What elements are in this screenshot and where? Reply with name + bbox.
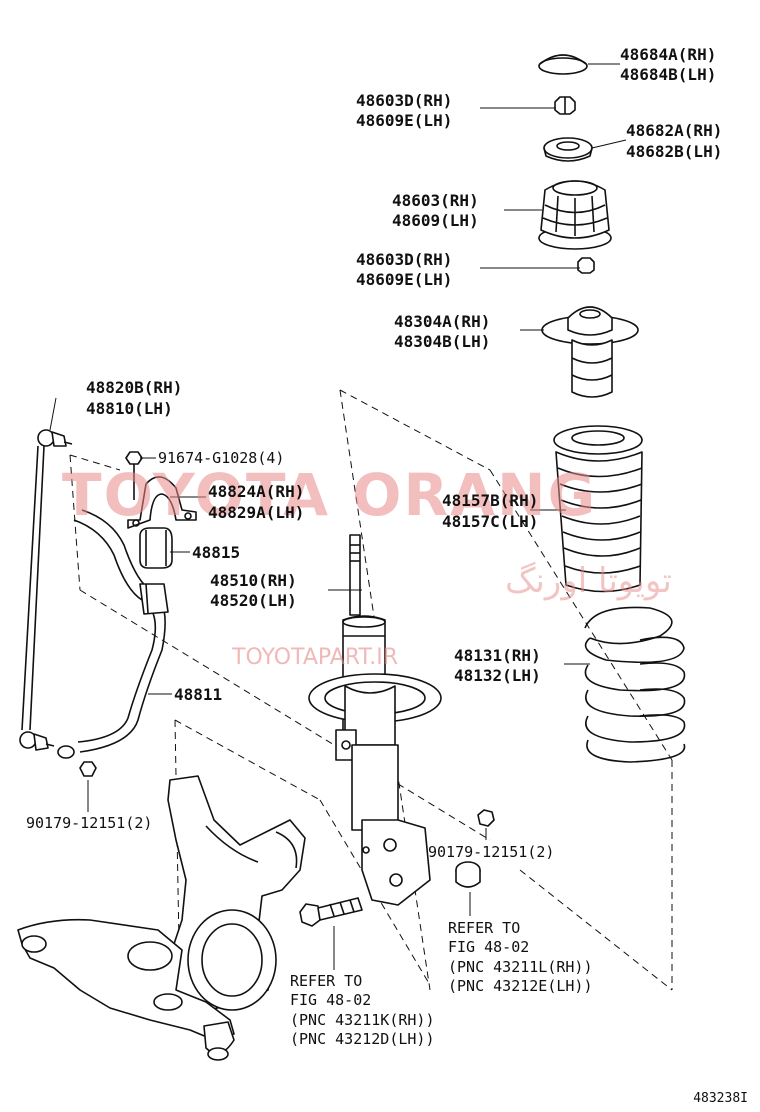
refer-right-line4: (PNC 43212E(LH))	[448, 977, 593, 995]
label-48603d-b-lh: 48609E(LH)	[356, 270, 452, 289]
link-nut-left	[79, 761, 97, 777]
refer-left-line3: (PNC 43211K(RH))	[290, 1011, 435, 1029]
refer-right-line1: REFER TO	[448, 919, 520, 937]
steering-knuckle	[167, 775, 306, 1011]
label-48510-rh: 48510(RH)	[210, 571, 297, 590]
flange-nut	[455, 861, 481, 888]
label-48131-rh: 48131(RH)	[454, 646, 541, 665]
dust-boot	[553, 425, 643, 593]
label-48510-lh: 48520(LH)	[210, 591, 297, 610]
lower-nut-right	[477, 809, 495, 827]
figure-id: 483238I	[693, 1091, 748, 1106]
bearing-plate	[543, 137, 593, 162]
refer-left-line1: REFER TO	[290, 972, 362, 990]
label-48603d-b-rh: 48603D(RH)	[356, 250, 452, 269]
label-48684-rh: 48684A(RH)	[620, 45, 716, 64]
label-48682-lh: 48682B(LH)	[626, 142, 722, 161]
label-48682-rh: 48682A(RH)	[626, 121, 722, 140]
refer-right-line3: (PNC 43211L(RH))	[448, 958, 593, 976]
bushing-bracket	[127, 476, 197, 529]
bracket-bolt	[125, 451, 143, 500]
label-48811: 48811	[174, 685, 222, 704]
watermark-brand: TOYOTA ORANG	[62, 461, 597, 529]
watermark-url: TOYOTAPART.IR	[231, 645, 398, 670]
dust-cap	[538, 54, 588, 75]
label-90179-right: 90179-12151(2)	[428, 843, 554, 861]
label-90179-left: 90179-12151(2)	[26, 814, 152, 832]
label-48157-lh: 48157C(LH)	[442, 512, 538, 531]
strut-bolt	[299, 897, 363, 927]
label-48304-rh: 48304A(RH)	[394, 312, 490, 331]
strut-assembly	[308, 534, 442, 906]
label-91674: 91674-G1028(4)	[158, 449, 284, 467]
watermark-persian: تویوتا اورنگ	[505, 561, 672, 601]
stabilizer-bushing	[139, 527, 173, 569]
refer-left-line2: FIG 48-02	[290, 991, 371, 1009]
label-48824-rh: 48824A(RH)	[208, 482, 304, 501]
label-48603d-a-lh: 48609E(LH)	[356, 111, 452, 130]
stabilizer-bar	[57, 509, 169, 759]
label-48603d-a-rh: 48603D(RH)	[356, 91, 452, 110]
upper-nut-b	[577, 257, 595, 274]
label-48131-lh: 48132(LH)	[454, 666, 541, 685]
label-48824-lh: 48829A(LH)	[208, 503, 304, 522]
upper-support	[538, 180, 612, 250]
label-48815: 48815	[192, 543, 240, 562]
label-48820-rh: 48820B(RH)	[86, 378, 182, 397]
bumper-seat	[541, 306, 639, 398]
part-labels: 48684A(RH) 48684B(LH) 48603D(RH) 48609E(…	[26, 45, 748, 1106]
label-48684-lh: 48684B(LH)	[620, 65, 716, 84]
label-48603-lh: 48609(LH)	[392, 211, 479, 230]
label-48304-lh: 48304B(LH)	[394, 332, 490, 351]
label-48820-lh: 48810(LH)	[86, 399, 173, 418]
label-48157-rh: 48157B(RH)	[442, 491, 538, 510]
refer-left-line4: (PNC 43212D(LH))	[290, 1030, 435, 1048]
coil-spring	[584, 606, 686, 763]
refer-right-line2: FIG 48-02	[448, 938, 529, 956]
leader-lines	[49, 63, 627, 970]
stabilizer-link	[19, 429, 73, 751]
upper-nut-a	[554, 96, 576, 115]
lower-arm	[17, 918, 235, 1061]
watermark: TOYOTA ORANG تویوتا اورنگ TOYOTAPART.IR	[62, 461, 672, 670]
label-48603-rh: 48603(RH)	[392, 191, 479, 210]
